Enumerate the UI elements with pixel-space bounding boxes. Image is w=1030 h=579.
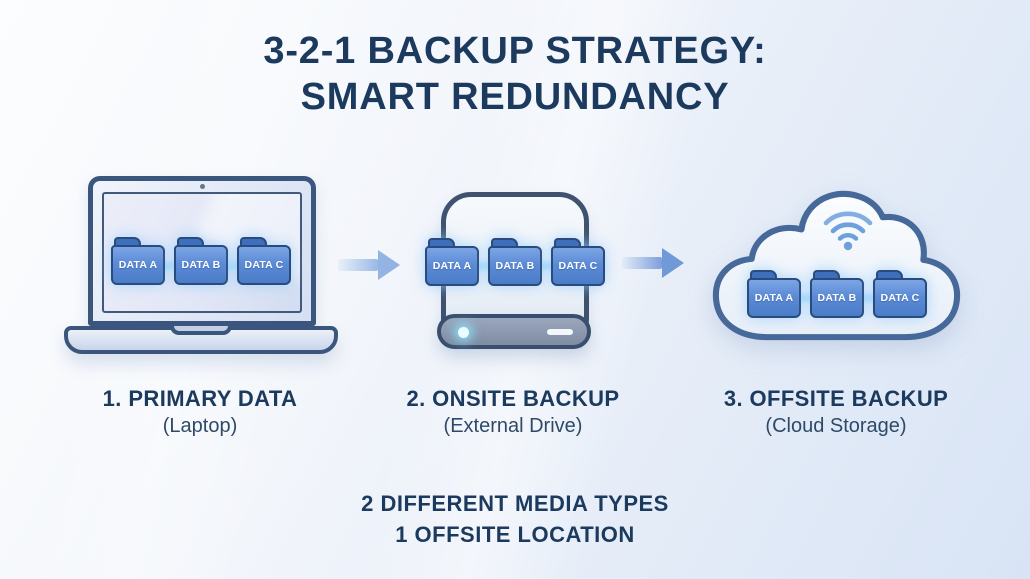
wifi-dot (843, 241, 853, 251)
title-line-2: SMART REDUNDANCY (300, 76, 730, 118)
folder-body: DATA C (551, 246, 605, 286)
folder-label: DATA C (558, 260, 598, 272)
summary-line-2: 1 OFFSITE LOCATION (395, 522, 635, 547)
wifi-icon (823, 211, 873, 251)
summary-line-1: 2 DIFFERENT MEDIA TYPES (361, 491, 669, 516)
folder-body: DATA A (747, 278, 801, 318)
arrow-right-icon (622, 248, 684, 278)
folder-data-c: DATA C (237, 237, 291, 285)
arrow-right-icon (338, 250, 400, 280)
caption-offsite-backup: 3. OFFSITE BACKUP (Cloud Storage) (706, 386, 966, 438)
arrow-shaft (622, 257, 662, 269)
folder-data-c: DATA C (551, 238, 605, 286)
caption-title: 1. PRIMARY DATA (102, 386, 298, 411)
folder-label: DATA B (817, 292, 857, 304)
folder-body: DATA A (425, 246, 479, 286)
laptop-base (64, 326, 338, 354)
folder-label: DATA B (181, 259, 221, 271)
power-led-indicator (458, 327, 469, 338)
title-line-1: 3-2-1 BACKUP STRATEGY: (263, 30, 767, 72)
folder-data-a: DATA A (111, 237, 165, 285)
folder-data-b: DATA B (810, 270, 864, 318)
folder-label: DATA C (244, 259, 284, 271)
webcam-dot (200, 184, 205, 189)
folder-body: DATA B (174, 245, 228, 285)
folder-data-b: DATA B (488, 238, 542, 286)
drive-slot-detail (547, 329, 573, 335)
arrow-shaft (338, 259, 378, 271)
folder-label: DATA A (432, 260, 472, 272)
caption-subtitle: (External Drive) (443, 415, 583, 437)
folder-label: DATA C (880, 292, 920, 304)
external-drive-bottom-bar (437, 314, 591, 349)
caption-title: 2. ONSITE BACKUP (406, 386, 620, 411)
arrow-head (662, 248, 684, 278)
caption-subtitle: (Cloud Storage) (765, 415, 907, 437)
caption-subtitle: (Laptop) (162, 415, 238, 437)
caption-primary-data: 1. PRIMARY DATA (Laptop) (70, 386, 330, 438)
arrow-head (378, 250, 400, 280)
folder-body: DATA B (488, 246, 542, 286)
folder-body: DATA C (873, 278, 927, 318)
caption-onsite-backup: 2. ONSITE BACKUP (External Drive) (383, 386, 643, 438)
caption-title: 3. OFFSITE BACKUP (723, 386, 949, 411)
folder-data-c: DATA C (873, 270, 927, 318)
page-title: 3-2-1 BACKUP STRATEGY: SMART REDUNDANCY (0, 28, 1030, 120)
folder-label: DATA A (118, 259, 158, 271)
folder-label: DATA A (754, 292, 794, 304)
folder-body: DATA B (810, 278, 864, 318)
laptop-notch (170, 326, 232, 335)
folder-body: DATA A (111, 245, 165, 285)
folder-data-b: DATA B (174, 237, 228, 285)
folder-data-a: DATA A (747, 270, 801, 318)
folder-label: DATA B (495, 260, 535, 272)
folder-body: DATA C (237, 245, 291, 285)
folder-data-a: DATA A (425, 238, 479, 286)
summary-text: 2 DIFFERENT MEDIA TYPES 1 OFFSITE LOCATI… (0, 488, 1030, 550)
